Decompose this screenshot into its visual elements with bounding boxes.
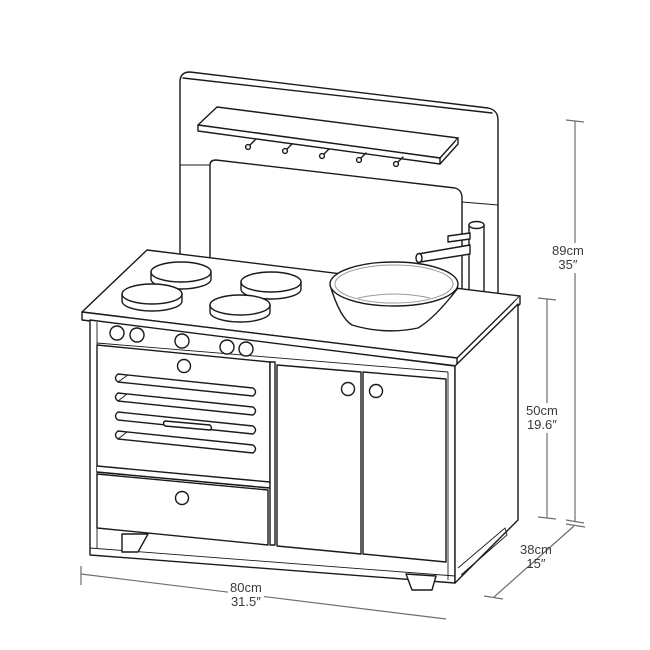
total-height-imperial: 35″ [558,257,578,272]
total-height-label: 89cm 35″ [550,243,586,273]
depth-imperial: 15″ [526,556,546,571]
oven [96,344,271,489]
hobs [121,261,302,323]
knobs [109,325,254,357]
dimension-lines [80,119,586,620]
counter-height-label: 50cm 19.6″ [524,403,560,433]
tap [415,220,485,311]
hob-front-left [121,283,183,312]
depth-metric: 38cm [520,542,552,557]
cupboard-doors [89,361,456,577]
depth-label: 38cm 15″ [518,542,554,572]
shelf [197,106,459,165]
counter-height-imperial: 19.6″ [526,417,557,432]
drawer [96,473,269,546]
hob-front-right [209,294,271,323]
width-label: 80cm 31.5″ [228,580,264,610]
width-metric: 80cm [230,580,262,595]
sink-bowl [329,261,459,332]
hob-back-left [150,261,212,290]
shelf-hooks [244,139,404,168]
total-height-metric: 89cm [552,243,584,258]
counter-height-metric: 50cm [526,403,558,418]
hob-back-right [240,271,302,300]
width-imperial: 31.5″ [230,594,261,609]
feet [121,533,437,591]
